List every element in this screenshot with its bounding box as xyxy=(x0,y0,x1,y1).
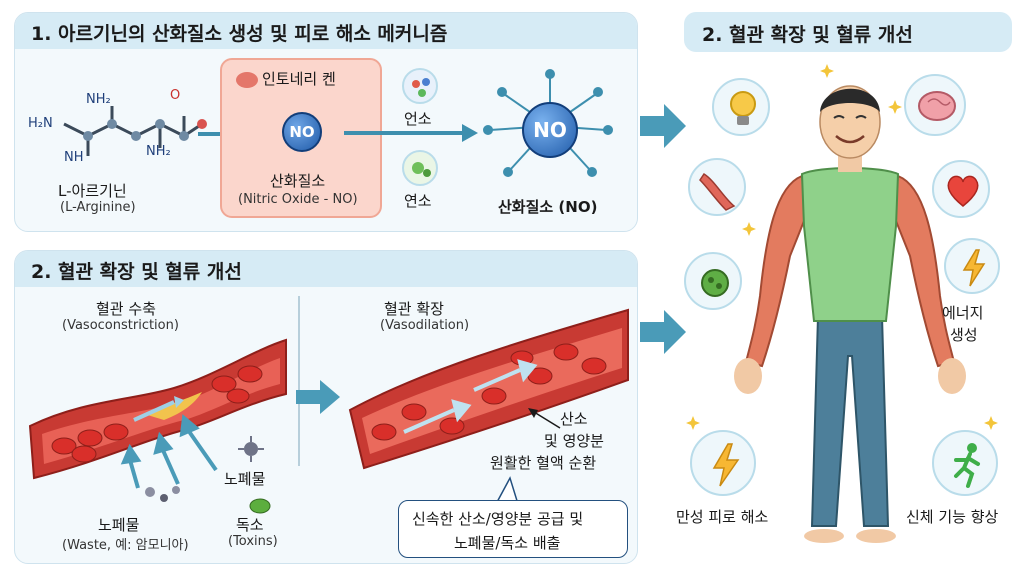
sparkle-icon xyxy=(984,416,998,430)
arginine-sub: (L-Arginine) xyxy=(60,200,136,215)
heart-icon xyxy=(932,160,990,218)
divider xyxy=(298,296,300,466)
fatigue-relief-icon xyxy=(690,430,756,496)
toxin-sub: (Toxins) xyxy=(228,534,278,549)
vessel-transition-arrow-icon xyxy=(296,380,340,414)
oxygen-molecule-icon xyxy=(402,68,438,104)
arrow-to-body-top-icon xyxy=(640,104,686,148)
muscle-icon xyxy=(688,158,746,216)
atom-nh2-bottom: NH₂ xyxy=(146,144,171,159)
cell-no-sub: (Nitric Oxide - NO) xyxy=(238,192,358,207)
no-result-name: 산화질소 (NO) xyxy=(498,198,598,216)
callout-line-2: 노폐물/독소 배출 xyxy=(454,534,561,552)
flow-pointer-icon xyxy=(528,408,561,429)
benefits-title: 2. 혈관 확장 및 혈류 개선 xyxy=(684,12,1012,52)
no-result-icon: NO xyxy=(522,102,578,158)
fatigue-label: 만성 피로 해소 xyxy=(676,508,769,526)
waste-label-2: 노폐물 xyxy=(224,470,266,488)
running-person-icon xyxy=(932,430,998,496)
sparkle-icon xyxy=(686,416,700,430)
human-body-figure-icon xyxy=(734,85,966,543)
sparkle-icon xyxy=(820,64,834,78)
cell-nucleus-icon xyxy=(236,72,258,88)
oxygen2-label: 연소 xyxy=(404,192,432,210)
no-molecule-icon: NO xyxy=(282,112,322,152)
atom-h2n: H₂N xyxy=(28,116,53,131)
enzyme-icon xyxy=(402,150,438,186)
energy-label-1: 에너지 xyxy=(942,304,984,322)
atom-nh: NH xyxy=(64,150,84,165)
function-label: 신체 기능 향상 xyxy=(906,508,999,526)
toxin-icon xyxy=(249,498,271,514)
dilated-vessel-icon xyxy=(348,308,629,470)
callout-line-1: 신속한 산소/영양분 공급 및 xyxy=(412,510,584,528)
flow-text-3: 원활한 혈액 순환 xyxy=(490,454,597,472)
cell-icon xyxy=(684,252,742,310)
waste-particles-icon xyxy=(145,486,180,502)
callout-box xyxy=(398,500,628,558)
brain-icon xyxy=(904,74,966,136)
lightbulb-icon xyxy=(712,78,770,136)
arrow-to-no-icon xyxy=(344,124,478,142)
vessel-title: 2. 혈관 확장 및 혈류 개선 xyxy=(15,251,637,287)
oxygen-label: 언소 xyxy=(404,110,432,128)
arginine-molecule-icon xyxy=(63,106,207,156)
virus-icon xyxy=(238,436,264,462)
dilation-sub: (Vasodilation) xyxy=(380,318,470,333)
mechanism-title: 1. 아르기닌의 산화질소 생성 및 피로 해소 메커니즘 xyxy=(15,13,637,49)
waste-sub: (Waste, 예: 암모니아) xyxy=(62,538,189,553)
cell-no-name: 산화질소 xyxy=(270,172,326,190)
energy-bolt-icon xyxy=(944,238,1000,294)
sparkle-icon xyxy=(888,100,902,114)
energy-label-2: 생성 xyxy=(950,326,978,344)
arrow-to-body-bottom-icon xyxy=(640,310,686,354)
waste-arrows-icon xyxy=(120,414,218,489)
dilation-title: 혈관 확장 xyxy=(384,300,444,318)
constriction-title: 혈관 수축 xyxy=(96,300,156,318)
waste-label: 노페물 xyxy=(98,516,140,534)
atom-o: O xyxy=(170,88,181,103)
flow-text-2: 및 영양분 xyxy=(544,432,604,450)
cell-label: 인토네리 켄 xyxy=(262,70,336,88)
constriction-sub: (Vasoconstriction) xyxy=(62,318,179,333)
arginine-name: L-아르기닌 xyxy=(58,182,127,200)
toxin-label: 독소 xyxy=(236,516,264,534)
atom-nh2-top: NH₂ xyxy=(86,92,111,107)
constricted-vessel-icon xyxy=(28,338,287,480)
sparkle-icon xyxy=(742,222,756,236)
flow-text-1: 산소 xyxy=(560,410,588,428)
